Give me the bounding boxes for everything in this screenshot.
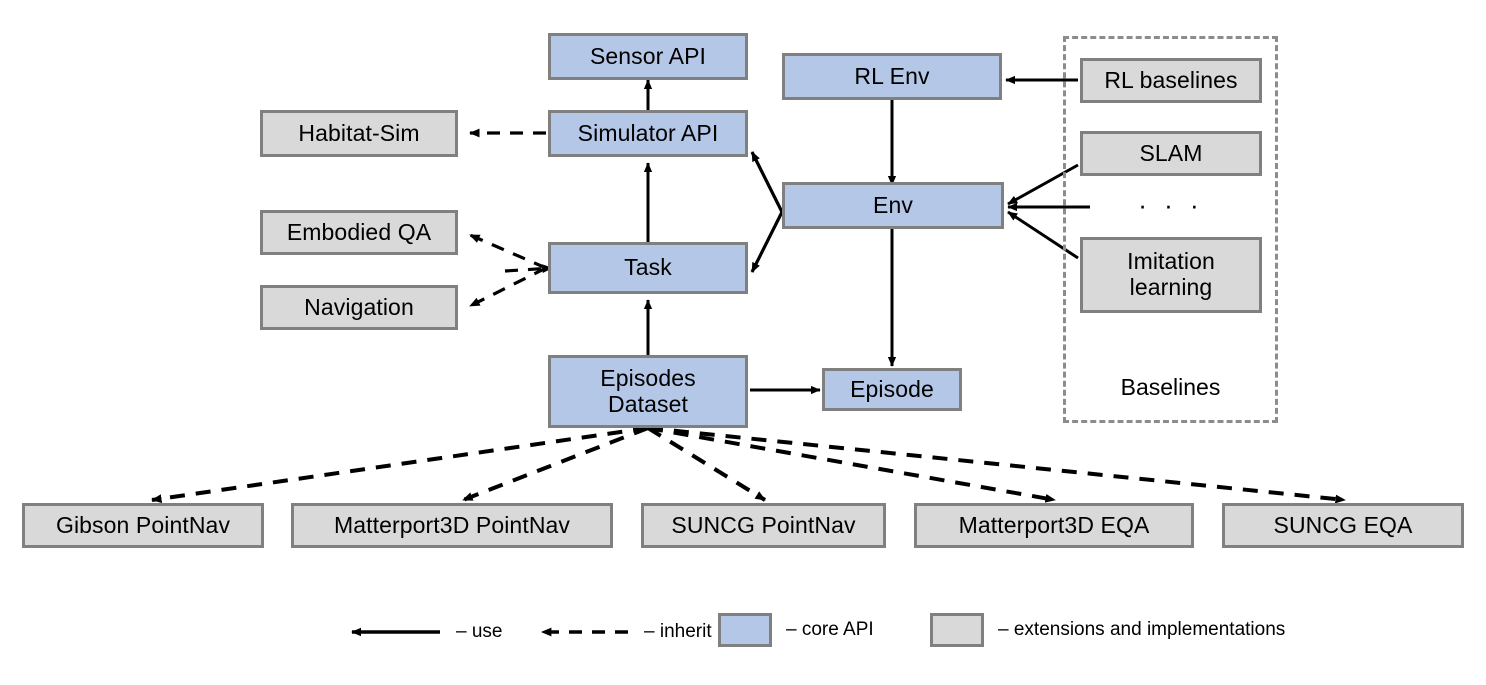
legend-label-inherit: – inherit bbox=[644, 621, 712, 642]
node-embodied-qa-label: Embodied QA bbox=[286, 218, 432, 245]
node-more-baselines-ellipsis: · · · bbox=[1138, 190, 1204, 220]
node-dataset-suncg-pointnav[interactable]: SUNCG PointNav bbox=[641, 503, 886, 548]
node-imitation-learning[interactable]: Imitation learning bbox=[1080, 237, 1262, 313]
node-dataset-label: Gibson PointNav bbox=[55, 511, 231, 538]
node-episode[interactable]: Episode bbox=[822, 368, 962, 411]
legend-label-core-api: – core API bbox=[786, 619, 874, 640]
edge-inherit-junction-task bbox=[504, 264, 553, 274]
node-dataset-label: Matterport3D EQA bbox=[958, 511, 1150, 538]
node-slam-label: SLAM bbox=[1139, 139, 1203, 166]
node-simulator-api-label: Simulator API bbox=[577, 119, 719, 146]
core-api-swatch-icon bbox=[718, 613, 772, 647]
node-dataset-label: SUNCG PointNav bbox=[671, 511, 856, 538]
node-habitat-sim[interactable]: Habitat-Sim bbox=[260, 110, 458, 157]
legend-item-core-api: – core API bbox=[718, 610, 874, 650]
node-dataset-suncg-eqa[interactable]: SUNCG EQA bbox=[1222, 503, 1464, 548]
node-navigation[interactable]: Navigation bbox=[260, 285, 458, 330]
solid-arrow-icon bbox=[351, 627, 440, 637]
node-task[interactable]: Task bbox=[548, 242, 748, 294]
edge-navigation-inherits-task bbox=[469, 266, 547, 308]
legend-item-use: – use bbox=[340, 612, 502, 652]
node-sensor-api[interactable]: Sensor API bbox=[548, 33, 748, 80]
node-rl-env-label: RL Env bbox=[854, 62, 930, 89]
node-dataset-label: Matterport3D PointNav bbox=[333, 511, 571, 538]
edge-dataset-fanout bbox=[151, 426, 1346, 504]
legend: – use – inherit – core API – extensions … bbox=[0, 600, 1486, 670]
legend-item-inherit: – inherit bbox=[528, 612, 712, 652]
edge-env-to-task bbox=[750, 211, 784, 273]
node-dataset-label: SUNCG EQA bbox=[1273, 511, 1413, 538]
node-task-label: Task bbox=[624, 254, 672, 281]
node-imitation-learning-label: Imitation learning bbox=[1127, 248, 1215, 300]
node-dataset-gibson-pointnav[interactable]: Gibson PointNav bbox=[22, 503, 264, 548]
edge-embodied-qa-inherits-task bbox=[469, 233, 547, 270]
node-dataset-matterport3d-pointnav[interactable]: Matterport3D PointNav bbox=[291, 503, 613, 548]
node-env-label: Env bbox=[873, 191, 913, 218]
node-rl-baselines-label: RL baselines bbox=[1104, 66, 1238, 93]
legend-item-extensions: – extensions and implementations bbox=[930, 610, 1285, 650]
node-simulator-api[interactable]: Simulator API bbox=[548, 110, 748, 157]
extensions-swatch-icon bbox=[930, 613, 984, 647]
node-rl-baselines[interactable]: RL baselines bbox=[1080, 58, 1262, 103]
node-episodes-dataset-label: Episodes Dataset bbox=[600, 364, 696, 417]
node-navigation-label: Navigation bbox=[304, 293, 414, 320]
legend-label-use: – use bbox=[456, 621, 503, 642]
node-dataset-matterport3d-eqa[interactable]: Matterport3D EQA bbox=[914, 503, 1194, 548]
baselines-group-caption: Baselines bbox=[1120, 374, 1221, 400]
node-episodes-dataset[interactable]: Episodes Dataset bbox=[548, 355, 748, 428]
dashed-arrow-icon bbox=[540, 627, 628, 637]
node-rl-env[interactable]: RL Env bbox=[782, 53, 1002, 100]
node-sensor-api-label: Sensor API bbox=[589, 42, 707, 69]
node-env[interactable]: Env bbox=[782, 182, 1004, 229]
node-episode-label: Episode bbox=[850, 375, 934, 402]
node-embodied-qa[interactable]: Embodied QA bbox=[260, 210, 458, 255]
legend-label-extensions: – extensions and implementations bbox=[998, 619, 1286, 640]
node-habitat-sim-label: Habitat-Sim bbox=[298, 119, 420, 146]
node-slam[interactable]: SLAM bbox=[1080, 131, 1262, 176]
edge-env-to-simulator-api bbox=[750, 151, 784, 213]
